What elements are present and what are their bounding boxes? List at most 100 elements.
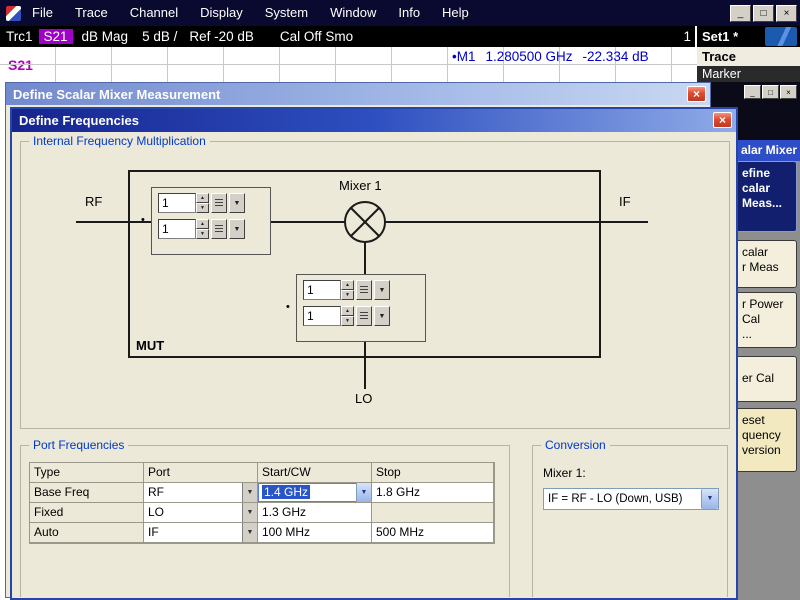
lo-denominator-row: ▲ ▼ ▼	[303, 306, 425, 326]
spin-down-icon[interactable]: ▼	[341, 316, 354, 326]
group-title: Conversion	[541, 438, 610, 452]
spin-down-icon[interactable]: ▼	[196, 203, 209, 213]
spin-up-icon[interactable]: ▲	[196, 193, 209, 203]
menu-info[interactable]: Info	[387, 0, 431, 26]
port-select-rf[interactable]: RF ▼	[144, 483, 258, 503]
spin-down-icon[interactable]: ▼	[196, 229, 209, 239]
app-icon	[6, 6, 21, 21]
close-icon[interactable]: ×	[776, 5, 797, 22]
restore-icon[interactable]: □	[753, 5, 774, 22]
column-header-stop: Stop	[372, 463, 494, 483]
lo-multiplier-box: ▲ ▼ ▼ ▲ ▼ ▼	[296, 274, 426, 342]
stop-input-if[interactable]: 500 MHz	[372, 523, 494, 543]
start-cw-input-if[interactable]: 100 MHz	[258, 523, 372, 543]
mixer1-label: Mixer 1:	[543, 466, 586, 480]
marker-level: -22.334 dB	[583, 49, 649, 64]
channel-number: 1	[683, 29, 691, 44]
row-type: Fixed	[30, 503, 144, 523]
step-mode-button[interactable]	[356, 280, 372, 300]
trace-label: S21	[8, 57, 33, 73]
rf-numerator-row: ▲ ▼ ▼	[158, 193, 270, 213]
marker-name: •M1	[452, 49, 475, 64]
rf-denominator-input[interactable]	[158, 219, 196, 239]
close-icon[interactable]: ×	[780, 85, 797, 99]
group-title: Port Frequencies	[29, 438, 128, 452]
mut-label: MUT	[136, 338, 164, 353]
trace-measurement[interactable]: S21	[39, 29, 73, 44]
dropdown-icon[interactable]: ▼	[229, 193, 245, 213]
step-mode-button[interactable]	[211, 193, 227, 213]
rf-multiplier-box: ▲ ▼ ▼ ▲ ▼ ▼	[151, 187, 271, 255]
spin-up-icon[interactable]: ▲	[341, 280, 354, 290]
dropdown-icon[interactable]: ▼	[356, 483, 371, 502]
menu-channel[interactable]: Channel	[119, 0, 189, 26]
dropdown-icon[interactable]: ▼	[701, 489, 718, 509]
restore-icon[interactable]: □	[762, 85, 779, 99]
bullet-icon: •	[286, 301, 290, 313]
dropdown-icon[interactable]: ▼	[242, 483, 257, 502]
rf-denominator-row: ▲ ▼ ▼	[158, 219, 270, 239]
port-frequencies-group: Port Frequencies Type Port Start/CW Stop…	[20, 445, 510, 597]
spin-down-icon[interactable]: ▼	[341, 290, 354, 300]
menu-display[interactable]: Display	[189, 0, 254, 26]
bars-icon	[360, 312, 368, 320]
step-mode-button[interactable]	[211, 219, 227, 239]
spin-up-icon[interactable]: ▲	[341, 306, 354, 316]
column-header-start: Start/CW	[258, 463, 372, 483]
step-mode-button[interactable]	[356, 306, 372, 326]
spinner: ▲ ▼	[196, 193, 209, 213]
dropdown-icon[interactable]: ▼	[242, 503, 257, 522]
minimize-icon[interactable]: _	[730, 5, 751, 22]
trace-name[interactable]: Trc1	[6, 29, 33, 44]
spin-up-icon[interactable]: ▲	[196, 219, 209, 229]
dialog-title: Define Scalar Mixer Measurement	[13, 87, 220, 102]
trace-info-bar: Trc1 S21 dB Mag 5 dB / Ref -20 dB Cal Of…	[0, 26, 697, 47]
column-header-port: Port	[144, 463, 258, 483]
spinner: ▲ ▼	[341, 280, 354, 300]
dropdown-icon[interactable]: ▼	[374, 280, 390, 300]
marker-menu-header: Marker	[697, 66, 800, 82]
trace-cal-status: Cal Off Smo	[280, 29, 353, 44]
conversion-select[interactable]: IF = RF - LO (Down, USB) ▼	[543, 488, 719, 510]
menu-system[interactable]: System	[254, 0, 319, 26]
marker-frequency: 1.280500 GHz	[485, 49, 572, 64]
start-cw-input-lo[interactable]: 1.3 GHz	[258, 503, 372, 523]
multiplication-group: Internal Frequency Multiplication RF IF …	[20, 141, 730, 429]
close-icon[interactable]: ×	[713, 112, 732, 128]
dropdown-icon[interactable]: ▼	[242, 523, 257, 542]
bars-icon	[360, 286, 368, 294]
bullet-icon: •	[141, 214, 145, 226]
port-frequencies-table: Type Port Start/CW Stop Base Freq RF ▼ 1…	[29, 462, 495, 544]
child-window-controls: _ □ ×	[744, 85, 797, 99]
bars-icon	[215, 199, 223, 207]
menu-window[interactable]: Window	[319, 0, 387, 26]
start-cw-input-rf[interactable]: 1.4 GHz ▼	[258, 483, 372, 503]
group-title: Internal Frequency Multiplication	[29, 134, 210, 148]
lo-numerator-input[interactable]	[303, 280, 341, 300]
menu-bar: File Trace Channel Display System Window…	[0, 0, 800, 26]
menu-trace[interactable]: Trace	[64, 0, 119, 26]
menu-file[interactable]: File	[21, 0, 64, 26]
trace-scale[interactable]: 5 dB /	[142, 29, 177, 44]
rf-numerator-input[interactable]	[158, 193, 196, 213]
dropdown-icon[interactable]: ▼	[229, 219, 245, 239]
close-icon[interactable]: ×	[687, 86, 706, 102]
port-select-lo[interactable]: LO ▼	[144, 503, 258, 523]
marker-readout: •M1 1.280500 GHz -22.334 dB	[452, 49, 649, 64]
stop-input-rf[interactable]: 1.8 GHz	[372, 483, 494, 503]
dialog-titlebar[interactable]: Define Frequencies ×	[12, 109, 736, 132]
lo-label: LO	[355, 391, 372, 406]
minimize-icon[interactable]: _	[744, 85, 761, 99]
trace-reference[interactable]: Ref -20 dB	[189, 29, 254, 44]
dialog-titlebar[interactable]: Define Scalar Mixer Measurement ×	[6, 83, 710, 105]
trace-format[interactable]: dB Mag	[82, 29, 129, 44]
spinner: ▲ ▼	[196, 219, 209, 239]
stop-input-lo	[372, 503, 494, 523]
lo-denominator-input[interactable]	[303, 306, 341, 326]
lo-numerator-row: ▲ ▼ ▼	[303, 280, 425, 300]
menu-help[interactable]: Help	[431, 0, 480, 26]
window-controls: _ □ ×	[730, 5, 797, 22]
dropdown-icon[interactable]: ▼	[374, 306, 390, 326]
port-select-if[interactable]: IF ▼	[144, 523, 258, 543]
